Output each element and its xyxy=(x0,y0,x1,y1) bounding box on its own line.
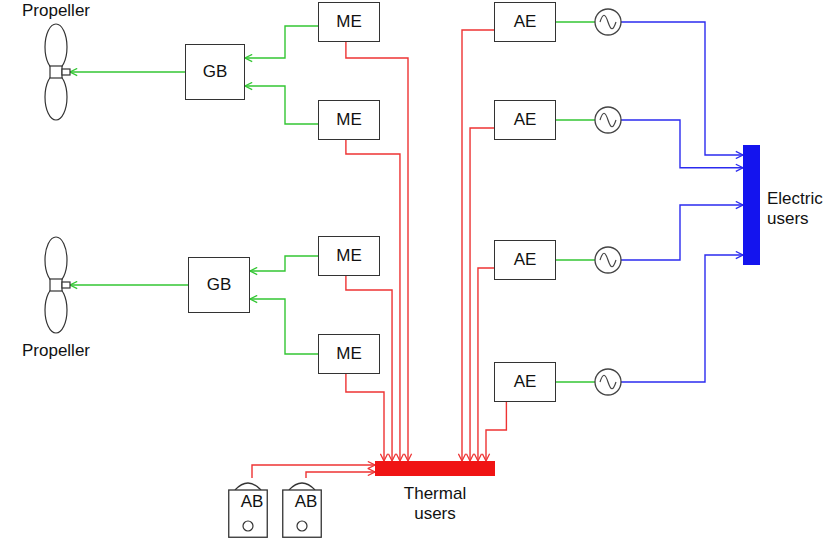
connector xyxy=(556,255,743,382)
connector xyxy=(245,86,318,124)
machine-box: ME xyxy=(318,2,380,42)
connector-line xyxy=(70,284,188,285)
connector-line xyxy=(250,299,318,354)
propeller: Propeller xyxy=(42,237,70,337)
connector-line xyxy=(556,119,595,120)
propeller-symbol xyxy=(42,237,70,337)
connector-line xyxy=(556,21,595,22)
generator-symbol xyxy=(595,369,621,395)
connector-line xyxy=(252,465,375,478)
connector-line xyxy=(250,256,318,271)
connector xyxy=(250,256,318,271)
connector xyxy=(462,30,494,461)
generator-symbol xyxy=(595,9,621,35)
connector xyxy=(470,128,494,461)
connector-line xyxy=(70,71,185,72)
connector-line xyxy=(462,30,494,461)
box-label: AB xyxy=(282,492,330,512)
machine-box: GB xyxy=(185,44,245,100)
node-label: Propeller xyxy=(22,1,90,21)
connector-line xyxy=(245,26,318,58)
connector xyxy=(346,140,400,461)
box-label: GB xyxy=(207,275,232,295)
connector-line xyxy=(621,22,743,155)
connector xyxy=(306,472,375,478)
connector-line xyxy=(245,86,318,124)
connector xyxy=(70,72,185,73)
electric-bus: Electric users xyxy=(743,145,760,265)
connector-line xyxy=(556,381,595,382)
machine-box: ME xyxy=(318,236,380,276)
box-label: ME xyxy=(336,110,362,130)
node-label: Propeller xyxy=(22,341,90,361)
machine-box: AE xyxy=(494,2,556,42)
connector-line xyxy=(621,255,743,382)
connector xyxy=(346,374,384,461)
machine-box: ME xyxy=(318,100,380,140)
connector-line xyxy=(470,128,494,461)
box-label: AE xyxy=(514,250,537,270)
machine-box: AE xyxy=(494,362,556,402)
connector xyxy=(245,26,318,58)
connector-line xyxy=(346,140,400,461)
box-label: ME xyxy=(336,246,362,266)
box-label: AE xyxy=(514,12,537,32)
machine-box: GB xyxy=(188,257,250,313)
node-label: Electric users xyxy=(767,189,831,230)
connector-line xyxy=(621,205,743,260)
machine-box: ME xyxy=(318,334,380,374)
connector-line xyxy=(621,120,743,168)
box-label: AB xyxy=(228,492,276,512)
box-label: AE xyxy=(514,110,537,130)
connector xyxy=(70,285,188,286)
connector-line xyxy=(556,259,595,260)
connector xyxy=(556,120,743,168)
connector-line xyxy=(306,472,375,478)
generator-symbol xyxy=(595,107,621,133)
connector xyxy=(486,402,506,461)
connector-line xyxy=(486,402,506,461)
boiler-box: AB xyxy=(228,478,276,538)
connector xyxy=(556,22,743,155)
box-label: ME xyxy=(336,344,362,364)
connector-line xyxy=(346,374,384,461)
propeller: Propeller xyxy=(42,24,70,124)
connector xyxy=(556,205,743,260)
box-label: ME xyxy=(336,12,362,32)
box-label: AE xyxy=(514,372,537,392)
propeller-symbol xyxy=(42,24,70,124)
node-label: Thermal users xyxy=(399,484,471,525)
connector xyxy=(252,465,375,478)
machine-box: AE xyxy=(494,100,556,140)
thermal-bus: Thermal users xyxy=(375,461,495,476)
boiler-box: AB xyxy=(282,478,330,538)
box-label: GB xyxy=(203,62,228,82)
generator-symbol xyxy=(595,247,621,273)
machine-box: AE xyxy=(494,240,556,280)
connector xyxy=(250,299,318,354)
